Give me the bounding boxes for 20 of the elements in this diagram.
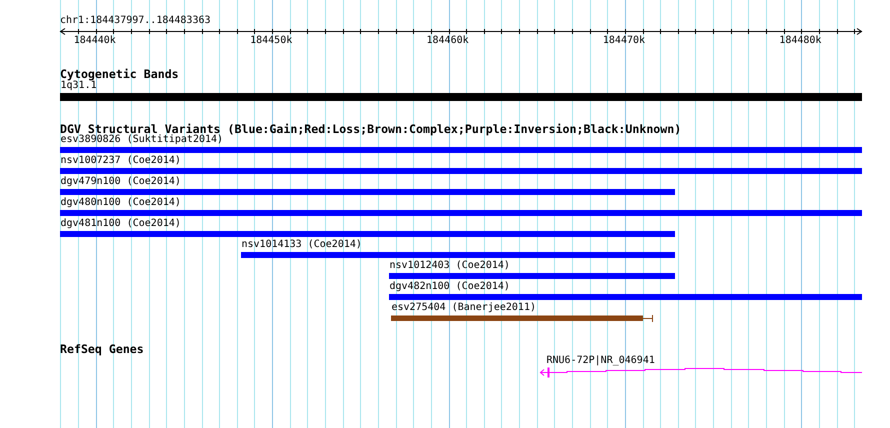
tick-label: 184470k (602, 34, 646, 46)
tick-label: 184460k (426, 34, 469, 46)
ruler-label: chr1:184437997..184483363 (60, 15, 211, 27)
tick-label: 184450k (250, 34, 292, 46)
tick-label: 184480k (779, 34, 822, 46)
feature-label: esv3890826 (Suktitipat2014) (60, 134, 224, 146)
feature-label: dgv481n100 (Coe2014) (60, 218, 181, 230)
feature-label: 1q31.1 (60, 80, 97, 92)
feature-label: dgv479n100 (Coe2014) (60, 176, 181, 188)
feature-label: nsv1007237 (Coe2014) (60, 155, 181, 167)
feature-label: dgv482n100 (Coe2014) (390, 281, 510, 293)
tick-label: 184440k (74, 34, 116, 46)
feature-label: esv275404 (Banerjee2011) (392, 302, 536, 314)
feature-label: nsv1014133 (Coe2014) (242, 239, 362, 251)
feature-label: nsv1012403 (Coe2014) (390, 260, 510, 272)
track-heading: RefSeq Genes (60, 342, 144, 356)
feature-label: RNU6-72P|NR_046941 (546, 355, 655, 367)
track-heading: Cytogenetic Bands (60, 66, 179, 80)
feature-label: dgv480n100 (Coe2014) (60, 197, 181, 209)
track-heading: DGV Structural Variants (Blue:Gain;Red:Loss;Brown:Complex;Purple:Inversion;Black:Unknown) (60, 122, 682, 136)
